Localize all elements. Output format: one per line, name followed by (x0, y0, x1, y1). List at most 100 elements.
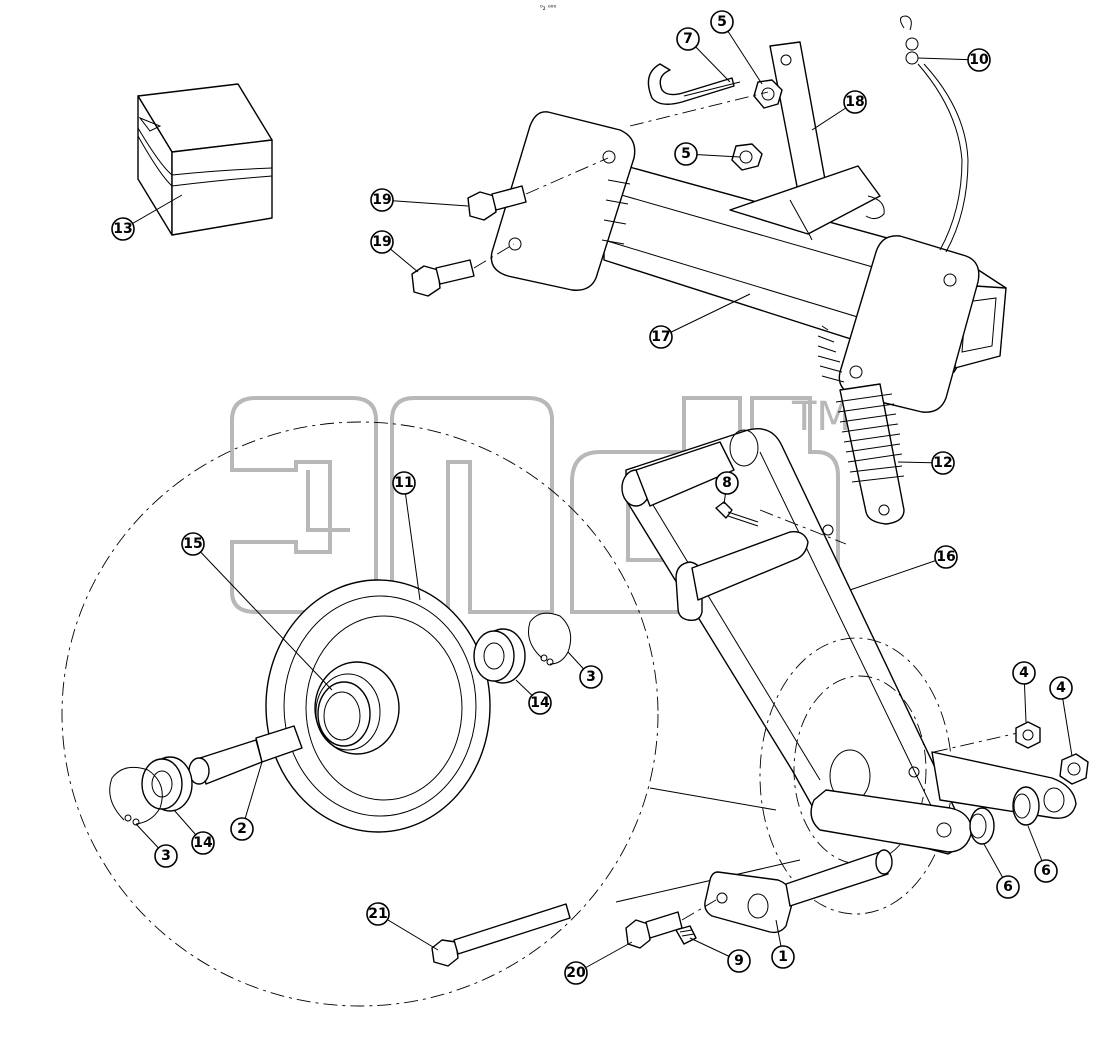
callout-14: 14 (515, 679, 552, 715)
part-bearing-left (141, 756, 193, 812)
callout-circle (710, 10, 734, 34)
part-bush-6-right (1012, 786, 1040, 826)
callout-label: 4 (1056, 680, 1066, 696)
callout-label: 1 (778, 949, 788, 965)
callout-circle (843, 90, 867, 114)
callout-9: 9 (689, 937, 751, 973)
callout-label: 18 (845, 94, 864, 110)
callout-circle (727, 949, 751, 973)
callout-label: 5 (717, 14, 727, 30)
callout-11: 11 (392, 471, 421, 601)
callout-2: 2 (230, 761, 263, 841)
part-nut-upper (753, 79, 783, 109)
callout-20: 20 (564, 941, 633, 985)
callout-leader (721, 21, 763, 85)
callout-circle (967, 48, 991, 72)
part-bracket (729, 41, 885, 241)
callout-leader (849, 556, 947, 591)
assembly-line (629, 91, 769, 127)
part-bush-6-left (969, 807, 995, 845)
callout-10: 10 (917, 48, 991, 72)
callout-circle (191, 831, 215, 855)
callout-1: 1 (771, 919, 795, 969)
callout-circle (564, 961, 588, 985)
callout-leader (381, 199, 469, 207)
callout-label: 2 (237, 821, 247, 837)
part-bolt-upper (467, 185, 527, 221)
callout-circle (771, 945, 795, 969)
callout-19: 19 (370, 188, 469, 212)
part-main-beam (490, 111, 1007, 413)
callout-circle (1012, 661, 1036, 685)
callout-7: 7 (676, 27, 731, 83)
callout-5: 5 (674, 142, 741, 166)
callout-circle (154, 844, 178, 868)
callout-3: 3 (135, 823, 178, 868)
callout-circle (528, 691, 552, 715)
part-bolt-lower (411, 259, 475, 297)
part-spring (817, 325, 905, 525)
callout-leader (660, 293, 751, 338)
callout-label: 6 (1041, 863, 1051, 879)
callout-label: 11 (394, 475, 413, 491)
callout-12: 12 (897, 451, 955, 475)
callout-6: 6 (983, 843, 1020, 899)
callout-label: 14 (193, 835, 213, 851)
callout-label: 19 (372, 234, 391, 250)
callout-label: 16 (936, 549, 955, 565)
callout-circle (996, 875, 1020, 899)
callout-19: 19 (370, 230, 419, 273)
callout-circle (392, 471, 416, 495)
callout-21: 21 (366, 902, 439, 951)
assembly-line (933, 731, 1023, 753)
callout-circle (674, 142, 698, 166)
callout-circle (715, 471, 739, 495)
callout-label: 19 (372, 192, 391, 208)
callout-4: 4 (1012, 661, 1036, 723)
part-hub (314, 661, 400, 755)
callout-label: 5 (681, 146, 691, 162)
callout-label: 12 (933, 455, 952, 471)
callout-4: 4 (1049, 676, 1073, 757)
callout-label: 4 (1019, 665, 1029, 681)
callout-label: 9 (734, 953, 744, 969)
callout-label: 3 (586, 669, 596, 685)
callout-label: 21 (368, 906, 387, 922)
callout-circle (1034, 859, 1058, 883)
part-nut-lower (731, 143, 763, 171)
callout-circle (230, 817, 254, 841)
callout-label: 17 (651, 329, 670, 345)
part-arm (621, 428, 1077, 915)
callout-circle (579, 665, 603, 689)
callout-circle (370, 230, 394, 254)
callout-label: 8 (722, 475, 732, 491)
callout-circle (934, 545, 958, 569)
callout-8: 8 (715, 471, 739, 505)
part-split-pin (715, 501, 759, 527)
part-bearing-right (473, 628, 526, 684)
callout-label: 7 (683, 31, 693, 47)
callout-label: 10 (969, 52, 989, 68)
callout-leader (403, 482, 421, 601)
callout-16: 16 (849, 545, 958, 591)
callout-14: 14 (173, 809, 215, 855)
callout-label: 3 (161, 848, 171, 864)
callout-label: 13 (113, 221, 132, 237)
callout-circle (1049, 676, 1073, 700)
callout-18: 18 (811, 90, 867, 131)
callout-17: 17 (649, 293, 751, 349)
assembly-line (759, 509, 847, 545)
callout-circle (676, 27, 700, 51)
part-cable (900, 15, 969, 253)
part-circlip-right (528, 612, 572, 666)
part-pin (647, 63, 741, 105)
callout-label: 14 (530, 695, 550, 711)
part-bolt-21 (431, 903, 571, 967)
part-link-plate (704, 849, 893, 934)
assembly-line (681, 899, 717, 921)
callout-leader (192, 543, 333, 691)
assembly-line (473, 243, 515, 269)
part-axle (188, 725, 303, 785)
